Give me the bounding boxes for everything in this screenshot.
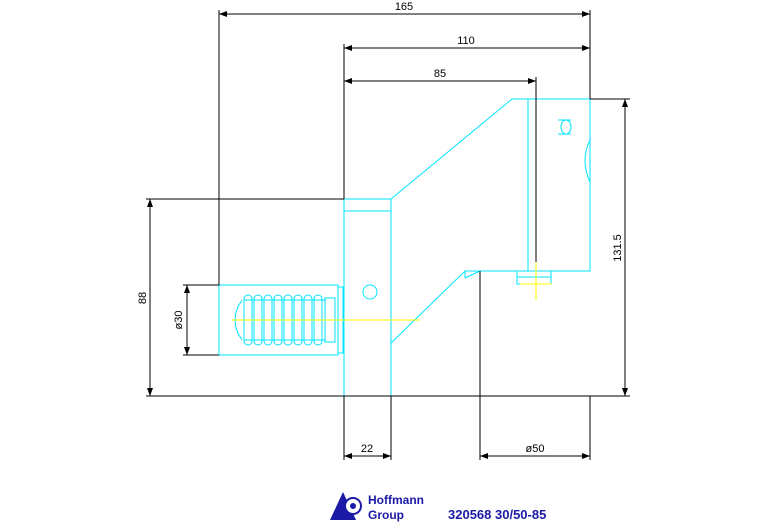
part-outline	[218, 98, 591, 397]
dim-flange-width: 22	[361, 443, 373, 455]
logo-line2: Group	[368, 508, 404, 522]
dim-base-diameter: ø50	[526, 443, 545, 455]
angled-arm	[390, 98, 591, 344]
dim-offset-length: 85	[434, 68, 446, 80]
hoffmann-logo: Hoffmann Group	[330, 492, 424, 522]
dim-height-right: 131.5	[612, 234, 624, 262]
top-hole	[560, 119, 572, 135]
right-notch	[584, 139, 591, 183]
dimension-lines	[146, 10, 630, 460]
logo-line1: Hoffmann	[368, 493, 424, 507]
flange-hole	[362, 284, 378, 300]
center-lines	[232, 262, 552, 321]
dim-shank-diameter: ø30	[173, 311, 185, 330]
dim-height-left: 88	[137, 292, 149, 304]
flange	[343, 198, 392, 397]
dim-overall-length: 165	[395, 1, 413, 13]
dim-body-length: 110	[457, 35, 475, 47]
part-number: 320568 30/50-85	[448, 507, 546, 522]
